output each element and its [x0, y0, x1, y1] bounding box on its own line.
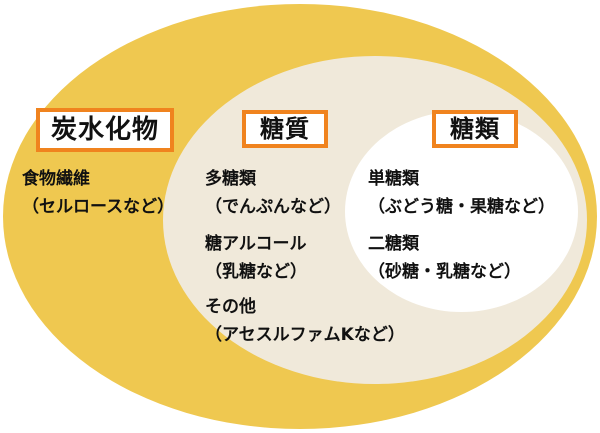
item-example: （でんぷんなど）	[205, 197, 341, 217]
polysaccharide-item: 多糖類 （でんぷんなど）	[205, 165, 341, 221]
item-example: （セルロースなど）	[22, 197, 175, 217]
sugar-alcohol-item: 糖アルコール （乳糖など）	[205, 230, 307, 286]
item-name: 食物繊維	[22, 169, 90, 189]
other-sweetener-item: その他 （アセスルファムKなど）	[205, 293, 405, 349]
item-example: （砂糖・乳糖など）	[368, 262, 521, 282]
sugars-set-label: 糖質	[242, 110, 328, 148]
disaccharide-item: 二糖類 （砂糖・乳糖など）	[368, 230, 521, 286]
item-name: 糖アルコール	[205, 234, 307, 254]
saccharides-set-label: 糖類	[432, 110, 518, 148]
item-name: 多糖類	[205, 169, 256, 189]
item-example: （ぶどう糖・果糖など）	[368, 197, 555, 217]
item-example: （アセスルファムKなど）	[205, 325, 405, 345]
item-name: その他	[205, 297, 256, 317]
monosaccharide-item: 単糖類 （ぶどう糖・果糖など）	[368, 165, 555, 221]
item-name: 二糖類	[368, 234, 419, 254]
item-name: 単糖類	[368, 169, 419, 189]
carbohydrate-set-label: 炭水化物	[36, 108, 175, 152]
dietary-fiber-item: 食物繊維 （セルロースなど）	[22, 165, 174, 221]
item-example: （乳糖など）	[205, 262, 307, 282]
